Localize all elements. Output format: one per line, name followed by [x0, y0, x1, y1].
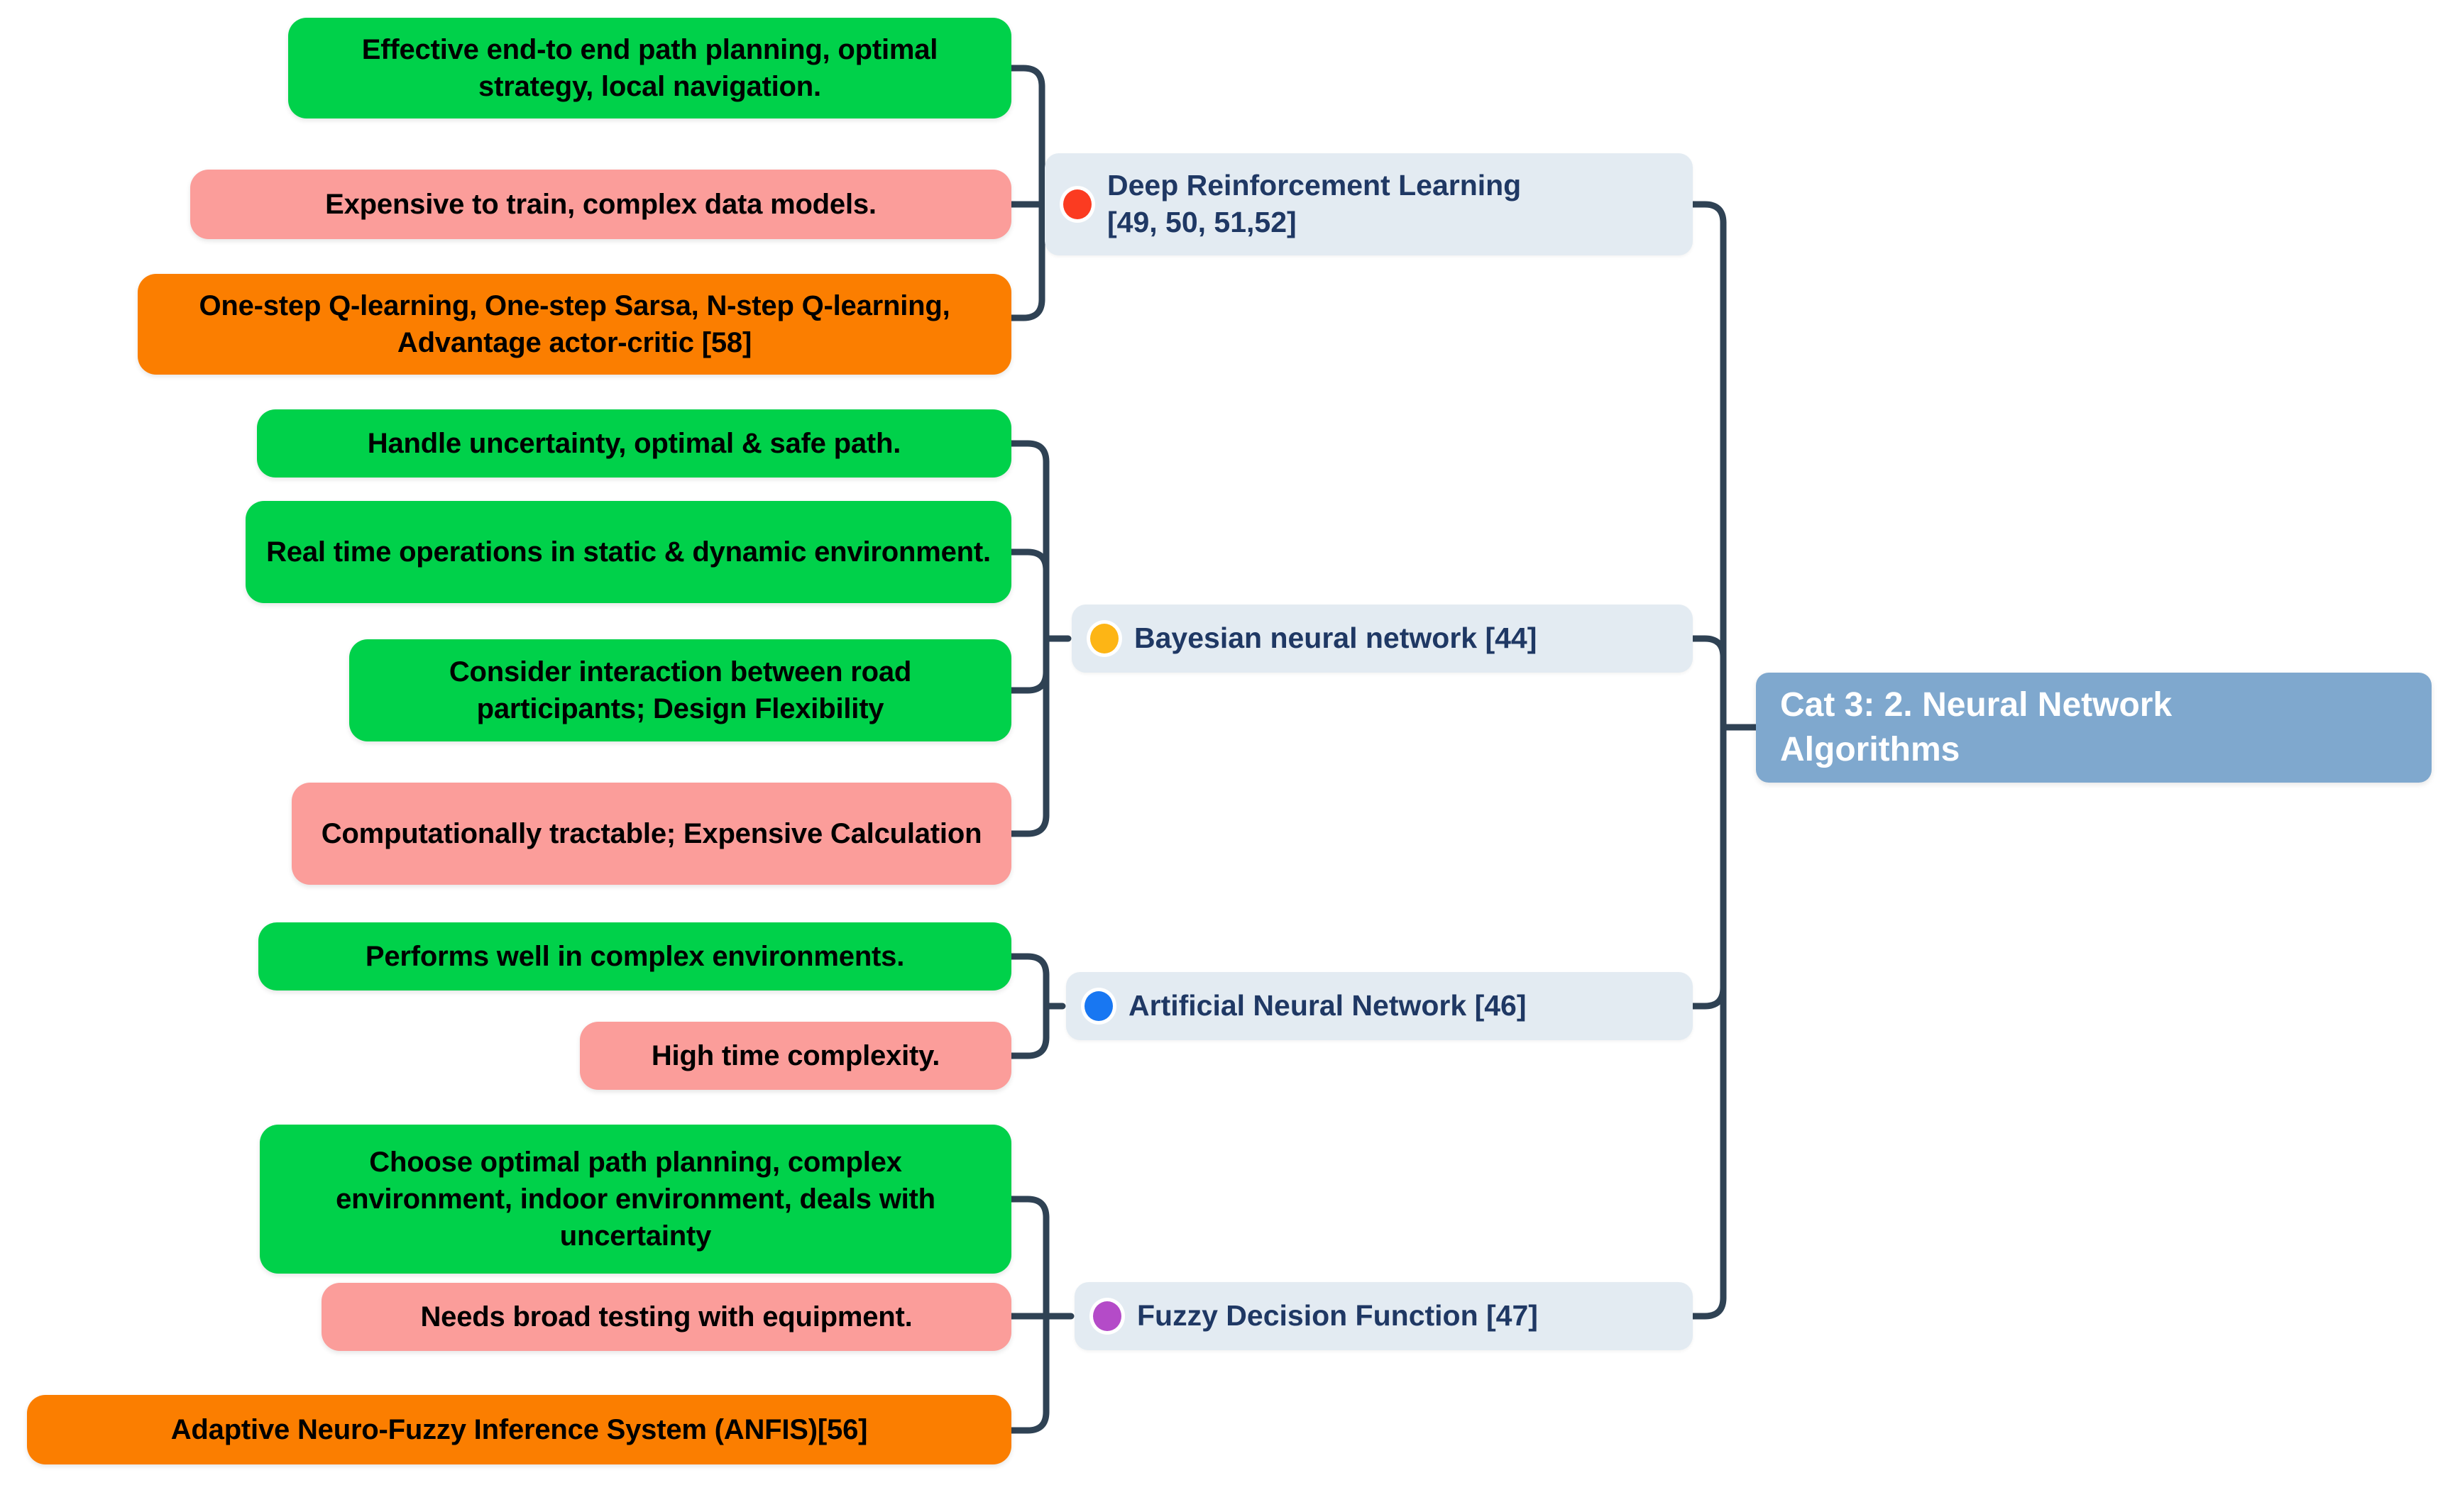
- edge-drl-algo-1: [1008, 201, 1045, 321]
- leaf-box-ann-con-1[interactable]: High time complexity.: [580, 1022, 1011, 1090]
- leaf-box-bnn-pro-2[interactable]: Real time operations in static & dynamic…: [246, 501, 1011, 603]
- branch-label: Deep Reinforcement Learning [49, 50, 51,…: [1107, 169, 1522, 238]
- root-label-line1: Cat 3: 2. Neural Network: [1780, 686, 2173, 724]
- branch-node-artificial-neural-network[interactable]: Artificial Neural Network [46]: [1066, 972, 1693, 1040]
- leaf-box-bnn-pro-1[interactable]: Handle uncertainty, optimal & safe path.: [257, 409, 1011, 478]
- leaf-text: Real time operations in static & dynamic…: [266, 536, 991, 568]
- leaf-text: Effective end-to end path planning, opti…: [361, 34, 938, 102]
- edge-bnn-con-1: [1008, 635, 1050, 837]
- leaf-box-bnn-pro-3[interactable]: Consider interaction between road partic…: [349, 639, 1011, 741]
- leaf-box-drl-con-1[interactable]: Expensive to train, complex data models.: [190, 170, 1011, 239]
- edge-root-ann: [1689, 984, 1727, 1010]
- leaf-box-fdf-con-1[interactable]: Needs broad testing with equipment.: [322, 1283, 1011, 1351]
- leaf-text: Choose optimal path planning, complex en…: [336, 1147, 935, 1252]
- root-label-line2: Algorithms: [1780, 730, 1960, 768]
- branch-label: Bayesian neural network [44]: [1134, 622, 1537, 655]
- red-dot-icon: [1063, 189, 1092, 219]
- edge-ann-pro-1: [1008, 953, 1066, 1010]
- leaf-text: Handle uncertainty, optimal & safe path.: [367, 428, 901, 459]
- leaf-text: Needs broad testing with equipment.: [420, 1301, 913, 1332]
- leaf-text: High time complexity.: [651, 1040, 940, 1071]
- branch-node-deep-reinforcement-learning[interactable]: Deep Reinforcement Learning [49, 50, 51,…: [1045, 153, 1693, 255]
- edge-fdf-algo-1: [1008, 1313, 1050, 1434]
- branch-label: Fuzzy Decision Function [47]: [1137, 1299, 1538, 1332]
- yellow-dot-icon: [1090, 624, 1119, 653]
- blue-dot-icon: [1085, 991, 1113, 1021]
- edge-bnn-pro-3: [1008, 668, 1050, 694]
- leaf-box-ann-pro-1[interactable]: Performs well in complex environments.: [258, 922, 1011, 990]
- leaf-box-fdf-pro-1[interactable]: Choose optimal path planning, complex en…: [260, 1125, 1011, 1274]
- branch-node-fuzzy-decision-function[interactable]: Fuzzy Decision Function [47]: [1075, 1282, 1693, 1350]
- root-label: Cat 3: 2. Neural Network Algorithms: [1780, 683, 2172, 772]
- root-node[interactable]: Cat 3: 2. Neural Network Algorithms: [1756, 673, 2432, 783]
- purple-dot-icon: [1093, 1301, 1121, 1331]
- leaf-box-drl-algo-1[interactable]: One-step Q-learning, One-step Sarsa, N-s…: [138, 274, 1011, 375]
- leaf-text: Computationally tractable; Expensive Cal…: [321, 818, 982, 849]
- edge-root-bnn: [1689, 635, 1727, 661]
- leaf-text: Performs well in complex environments.: [365, 941, 905, 972]
- leaf-text: Expensive to train, complex data models.: [325, 189, 877, 220]
- edge-root-fdf: [1689, 724, 1727, 1320]
- leaf-text: Adaptive Neuro-Fuzzy Inference System (A…: [170, 1414, 868, 1445]
- leaf-box-drl-pro-1[interactable]: Effective end-to end path planning, opti…: [288, 18, 1011, 118]
- branch-label: Artificial Neural Network [46]: [1129, 989, 1527, 1022]
- edge-bnn-pro-2: [1008, 548, 1050, 574]
- leaf-text: Consider interaction between road partic…: [449, 656, 912, 724]
- edge-bnn-pro-1: [1008, 440, 1072, 642]
- edge-ann-con-1: [1008, 1034, 1050, 1059]
- leaf-box-fdf-algo-1[interactable]: Adaptive Neuro-Fuzzy Inference System (A…: [27, 1395, 1011, 1464]
- branch-node-bayesian-neural-network[interactable]: Bayesian neural network [44]: [1072, 605, 1693, 673]
- edge-fdf-pro-1: [1008, 1196, 1075, 1320]
- leaf-box-bnn-con-1[interactable]: Computationally tractable; Expensive Cal…: [292, 783, 1011, 885]
- edge-root-drl: [1689, 201, 1759, 731]
- leaf-text: One-step Q-learning, One-step Sarsa, N-s…: [199, 290, 950, 358]
